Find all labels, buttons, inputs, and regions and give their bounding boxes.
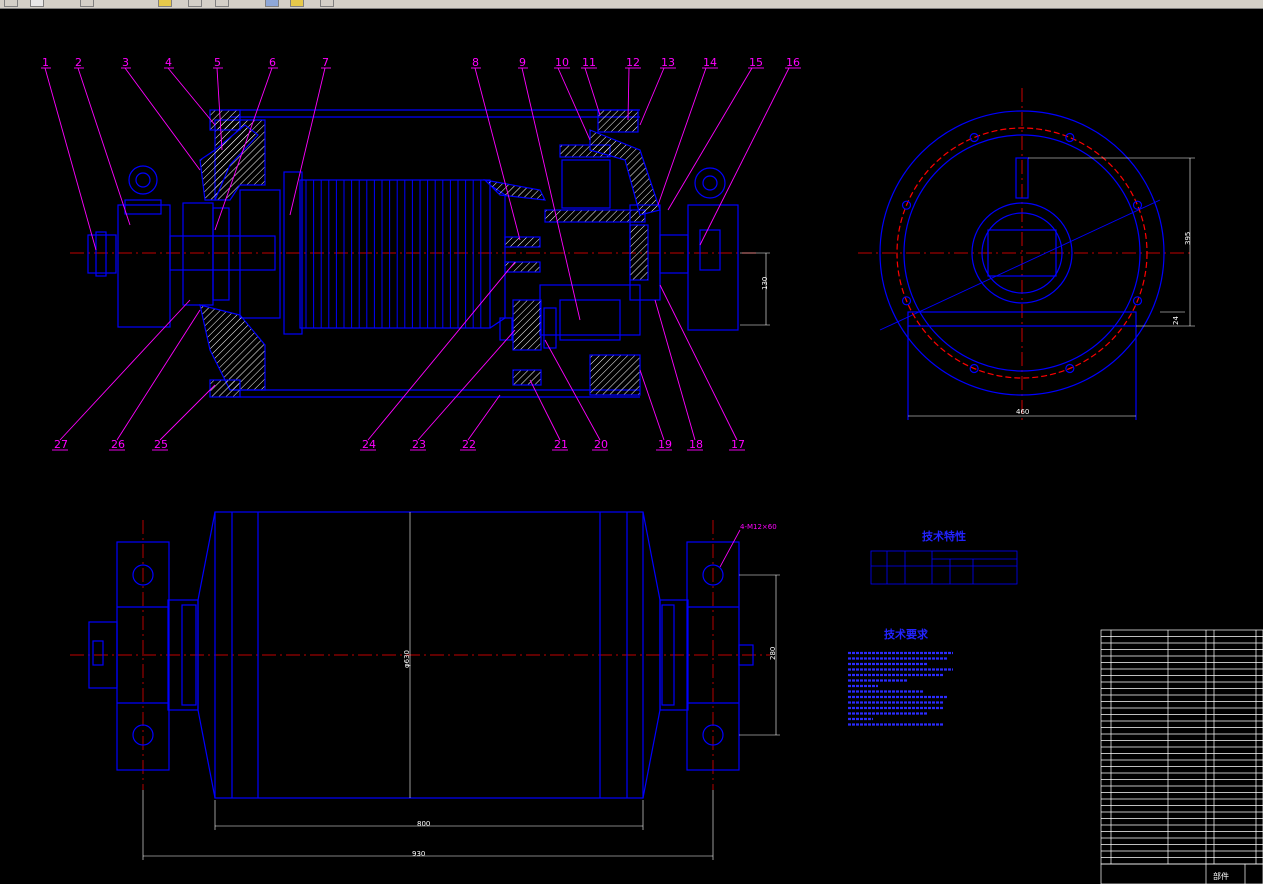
bolt-hole: [969, 363, 979, 374]
leader-line: [474, 67, 521, 241]
part-number-label: 1: [42, 56, 49, 69]
dim-plan-diameter: φ630: [403, 650, 411, 668]
folder-icon[interactable]: [158, 0, 172, 7]
dim-plan-body: 800: [417, 820, 430, 828]
dim-front-height: 130: [761, 277, 769, 290]
undo-icon[interactable]: [80, 0, 94, 7]
part-number-label: 2: [75, 56, 82, 69]
part-number-label: 18: [689, 438, 703, 451]
part-number-label: 27: [54, 438, 68, 451]
leader-line: [214, 67, 273, 231]
properties-icon[interactable]: [265, 0, 279, 7]
tech-requirements-text-lines: [848, 651, 953, 726]
leader-line: [659, 284, 738, 441]
part-number-label: 7: [322, 56, 329, 69]
side-view: [858, 88, 1195, 420]
leader-line: [159, 384, 216, 441]
leader-line: [699, 67, 790, 246]
leader-line: [467, 394, 501, 441]
part-number-label: 25: [154, 438, 168, 451]
select-icon[interactable]: [30, 0, 44, 7]
part-number-label: 6: [269, 56, 276, 69]
part-number-label: 10: [555, 56, 569, 69]
tech-requirements-title: 技术要求: [884, 627, 929, 641]
leader-line: [367, 261, 516, 441]
leader-line: [639, 67, 665, 126]
leader-line: [289, 67, 326, 216]
layers-icon[interactable]: [290, 0, 304, 7]
back-icon[interactable]: [4, 0, 18, 7]
leader-line: [584, 67, 601, 116]
bolt-note: 4-M12×60: [740, 523, 777, 531]
leader-line: [521, 67, 581, 321]
leader-line: [124, 67, 201, 171]
part-number-label: 20: [594, 438, 608, 451]
part-labels-bottom: 27 26 25 24 23 22 21 20 19 18 17: [54, 438, 745, 451]
part-number-label: 16: [786, 56, 800, 69]
front-section-view: [70, 109, 770, 398]
leader-line: [417, 329, 516, 441]
part-number-label: 26: [111, 438, 125, 451]
leader-line: [557, 67, 591, 141]
part-number-label: 13: [661, 56, 675, 69]
bolt-hole: [969, 132, 979, 143]
copy-icon[interactable]: [215, 0, 229, 7]
part-number-label: 4: [165, 56, 172, 69]
part-number-label: 17: [731, 438, 745, 451]
dim-side-height: 395: [1184, 232, 1192, 245]
bolt-hole: [1132, 200, 1143, 210]
leader-line: [44, 67, 97, 251]
tech-features-title: 技术特性: [922, 529, 966, 543]
part-number-label: 23: [412, 438, 426, 451]
part-number-label: 14: [703, 56, 717, 69]
parts-list-footer: 部件: [1213, 871, 1229, 881]
dim-side-width: 460: [1016, 408, 1029, 416]
dim-plan-overall: 930: [412, 850, 425, 858]
bolt-hole: [901, 200, 912, 210]
part-number-label: 21: [554, 438, 568, 451]
dim-side-base: 24: [1172, 316, 1180, 325]
dim-plan-pitch: 280: [769, 647, 777, 660]
leader-line: [654, 299, 696, 441]
leader-line: [627, 67, 630, 121]
bolt-hole: [1065, 363, 1075, 374]
leader-line: [529, 379, 561, 441]
leader-line: [544, 339, 601, 441]
part-number-label: 3: [122, 56, 129, 69]
leader-lines-top: [41, 67, 801, 321]
part-number-label: 12: [626, 56, 640, 69]
leader-line: [167, 67, 216, 126]
plan-view: [70, 511, 780, 860]
bolt-hole: [901, 296, 912, 306]
save-icon[interactable]: [188, 0, 202, 7]
side-bolt-holes: [901, 132, 1143, 374]
part-number-label: 19: [658, 438, 672, 451]
leader-line: [639, 369, 665, 441]
parts-list-table: [1100, 629, 1263, 884]
leader-line: [667, 67, 753, 211]
leader-line: [116, 309, 201, 441]
leader-line: [59, 299, 191, 441]
part-number-label: 15: [749, 56, 763, 69]
leader-line: [657, 67, 707, 206]
part-number-label: 22: [462, 438, 476, 451]
part-number-label: 5: [214, 56, 221, 69]
bolt-hole: [1132, 296, 1143, 306]
part-number-label: 9: [519, 56, 526, 69]
leader-line: [77, 67, 131, 226]
help-icon[interactable]: [320, 0, 334, 7]
part-number-label: 8: [472, 56, 479, 69]
cad-drawing-canvas[interactable]: 130 395 24 460: [0, 8, 1263, 884]
leader-line: [216, 67, 223, 151]
leader-lines-bottom: [52, 261, 745, 451]
bolt-hole: [1065, 132, 1075, 143]
tech-features-table: [870, 550, 1018, 585]
part-number-label: 11: [582, 56, 596, 69]
part-number-label: 24: [362, 438, 376, 451]
cad-toolbar: [0, 0, 1263, 9]
